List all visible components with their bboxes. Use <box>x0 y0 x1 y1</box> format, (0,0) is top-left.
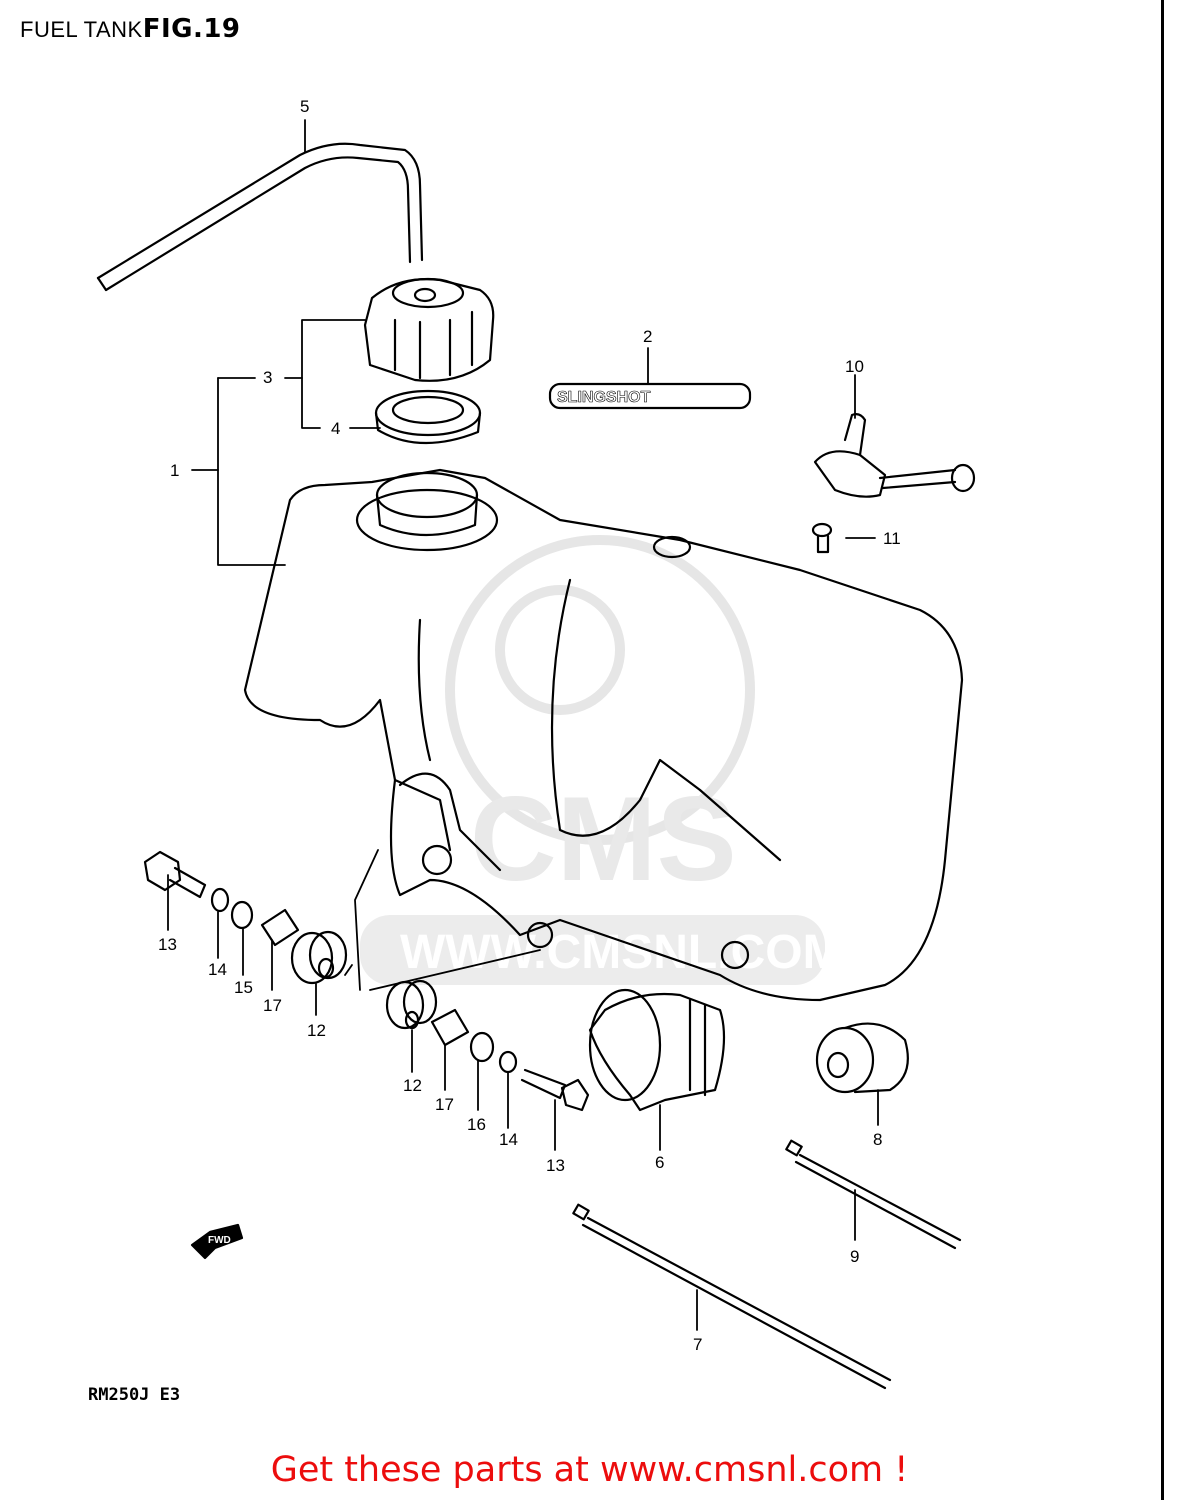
watermark-logo-text: CMS <box>470 772 737 906</box>
part-17-collar-upper <box>260 908 300 947</box>
callout-2: 2 <box>643 327 652 346</box>
callout-14-lower: 14 <box>499 1130 518 1149</box>
callout-4: 4 <box>331 419 340 438</box>
part-14-washer-upper <box>210 887 230 913</box>
callout-16: 16 <box>467 1115 486 1134</box>
callout-17-upper: 17 <box>263 996 282 1015</box>
part-10-fuel-cock <box>813 413 976 498</box>
callout-10: 10 <box>845 357 864 376</box>
page-border-line <box>1161 0 1164 1500</box>
part-12-cushion-upper <box>290 930 348 985</box>
part-12-cushion-lower <box>385 979 438 1030</box>
part-5-breather-hose <box>96 142 424 292</box>
cms-watermark: CMS WWW.CMSNL.COM <box>360 535 843 985</box>
callout-6: 6 <box>655 1153 664 1172</box>
part-14-washer-lower <box>498 1050 518 1074</box>
callout-11: 11 <box>883 529 901 548</box>
callout-3: 3 <box>263 368 272 387</box>
diagram-title: FUEL TANK <box>20 17 143 42</box>
cta-link-text[interactable]: Get these parts at www.cmsnl.com ! <box>270 1450 909 1490</box>
leader-lines <box>167 119 879 1331</box>
callout-numbers: 1 2 3 4 5 6 7 8 9 10 11 12 12 13 13 14 1… <box>158 97 901 1354</box>
callout-9: 9 <box>850 1247 859 1266</box>
part-11-screw <box>811 522 833 554</box>
callout-13-upper: 13 <box>158 935 177 954</box>
part-9-strap <box>785 1139 962 1250</box>
callout-8: 8 <box>873 1130 882 1149</box>
decal-text: SLINGSHOT <box>557 389 651 406</box>
callout-13-lower: 13 <box>546 1156 565 1175</box>
part-15-washer <box>230 900 254 930</box>
callout-7: 7 <box>693 1335 702 1354</box>
diagram-header: FUEL TANKFIG.19 <box>20 14 241 44</box>
fwd-label: FWD <box>208 1235 231 1246</box>
callout-15: 15 <box>234 978 253 997</box>
part-7-strap <box>572 1203 892 1390</box>
callout-12-upper: 12 <box>307 1021 326 1040</box>
part-6-tank-cushion <box>588 988 726 1112</box>
part-16-washer <box>469 1031 495 1063</box>
watermark-url-text: WWW.CMSNL.COM <box>400 926 843 979</box>
callout-17-lower: 17 <box>435 1095 454 1114</box>
part-8-cushion <box>815 1022 909 1094</box>
figure-number: FIG.19 <box>142 14 241 44</box>
part-2-slingshot-decal: SLINGSHOT <box>548 382 752 410</box>
callout-5: 5 <box>300 97 309 116</box>
callout-12-lower: 12 <box>403 1076 422 1095</box>
part-1-fuel-tank <box>243 468 964 1002</box>
callout-1: 1 <box>170 461 179 480</box>
forward-arrow-icon: FWD <box>190 1223 244 1260</box>
part-17-collar-lower <box>430 1008 470 1047</box>
part-4-cap-gasket <box>374 389 482 445</box>
callout-14-upper: 14 <box>208 960 227 979</box>
part-3-fuel-cap <box>363 277 495 382</box>
part-13-bolt-lower <box>520 1068 590 1112</box>
model-code: RM250J E3 <box>88 1385 181 1405</box>
part-13-bolt-upper <box>143 850 207 899</box>
